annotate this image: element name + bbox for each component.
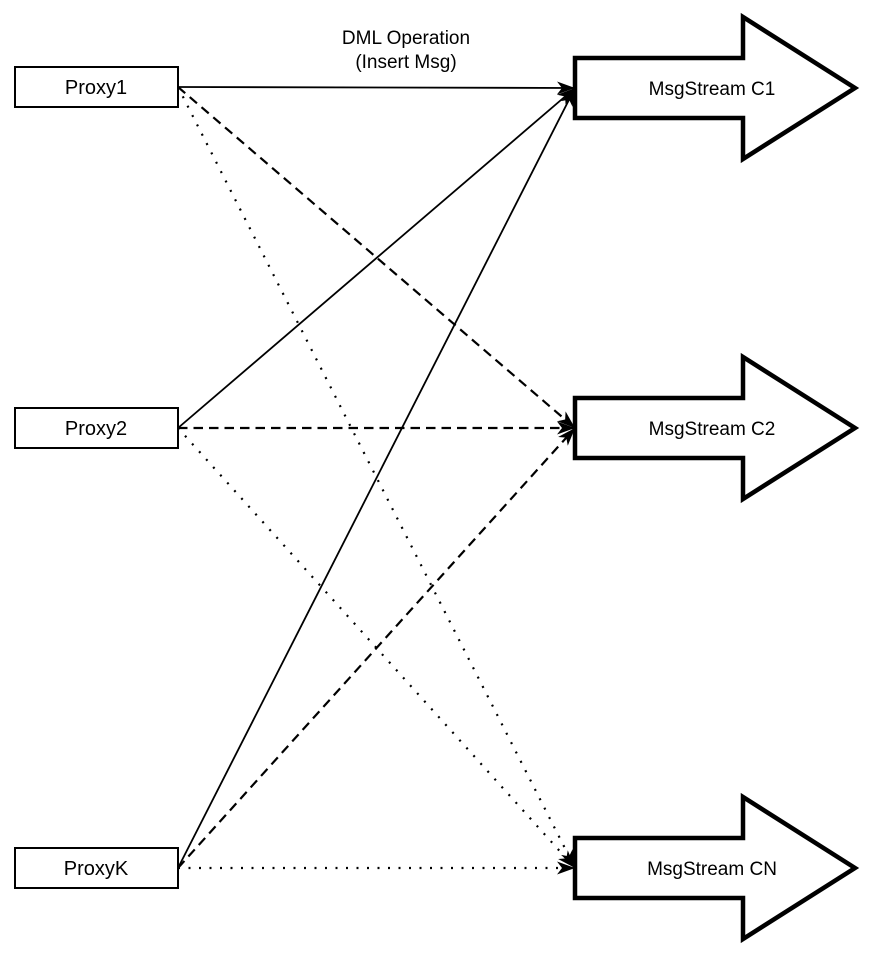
- proxy2-node: Proxy2: [14, 407, 179, 449]
- proxy1-label: Proxy1: [65, 77, 127, 99]
- msgstream-c2-node: MsgStream C2: [572, 352, 860, 504]
- msgstream-c2-label: MsgStream C2: [649, 419, 776, 440]
- proxyk-box: [14, 847, 179, 889]
- connections-layer: [177, 81, 576, 875]
- proxy1-node: Proxy1: [14, 66, 179, 108]
- proxyk-label: ProxyK: [64, 858, 129, 880]
- proxyk-node: ProxyK: [14, 847, 179, 889]
- msgstream-cn-node: MsgStream CN: [572, 792, 860, 944]
- msgstream-c1-node: MsgStream C1: [572, 12, 860, 164]
- title-line-1: DML Operation: [342, 28, 470, 49]
- proxy2-label: Proxy2: [65, 418, 127, 440]
- proxy1-box: [14, 66, 179, 108]
- connection-proxy1-c1: [177, 81, 576, 95]
- connection-proxy2-cn: [177, 427, 576, 869]
- msgstream-c1-arrow-shape: [572, 12, 860, 164]
- msgstream-c1-label: MsgStream C1: [649, 79, 776, 100]
- msgstream-cn-label: MsgStream CN: [647, 859, 777, 880]
- diagram-title: DML Operation (Insert Msg): [342, 28, 470, 73]
- proxy2-box: [14, 407, 179, 449]
- msgstream-cn-arrow-shape: [572, 792, 860, 944]
- connection-proxy1-c2: [177, 86, 576, 429]
- connection-proxy2-c1: [177, 87, 576, 429]
- msgstream-c2-arrow-shape: [572, 352, 860, 504]
- connection-proxyk-c2: [177, 427, 576, 869]
- title-line-2: (Insert Msg): [355, 52, 456, 73]
- connection-proxyk-c1: [177, 87, 576, 869]
